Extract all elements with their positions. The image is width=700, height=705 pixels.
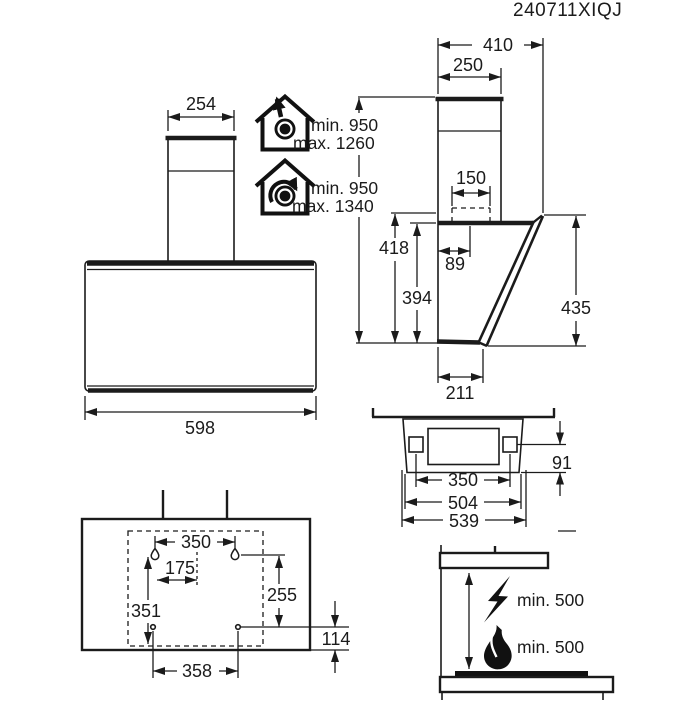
fan-blades bbox=[277, 188, 293, 204]
dim-label-upper-holes: 350 bbox=[181, 532, 211, 552]
dim-label-total-width: 539 bbox=[449, 511, 479, 531]
duct-outlet bbox=[451, 207, 491, 222]
dim-label-chimney-width: 254 bbox=[186, 94, 216, 114]
top-view: 91 350 504 539 bbox=[371, 408, 576, 532]
dim-label-height-front: 435 bbox=[561, 298, 591, 318]
side-view: 150 89 410 250 418 394 435 bbox=[356, 35, 591, 403]
installation-height-legend: min. 950 max. 1260 min. 950 max. 1340 bbox=[254, 93, 435, 343]
gas-hob-clearance: min. 500 bbox=[517, 637, 584, 657]
dim-label-bracket-spacing: 350 bbox=[448, 470, 478, 490]
clearance-diagram: min. 500 min. 500 bbox=[438, 545, 615, 700]
dim-label-height-bracket: 418 bbox=[379, 238, 409, 258]
recirculation-arrow-icon bbox=[268, 176, 298, 203]
front-panel-outer bbox=[485, 215, 545, 347]
counter-top bbox=[438, 675, 615, 694]
drawing-title: 240711XIQJ bbox=[513, 0, 622, 21]
wall-mounting-template: 350 175 351 255 114 358 bbox=[80, 490, 351, 681]
dim-label-right-height: 255 bbox=[267, 585, 297, 605]
dim-label-body-width: 598 bbox=[185, 418, 215, 438]
flame-icon bbox=[483, 625, 512, 670]
dim-label-duct-offset: 89 bbox=[445, 254, 465, 274]
mounting-bracket-left bbox=[408, 436, 424, 453]
hood-bottom bbox=[438, 551, 550, 570]
hood-outline bbox=[80, 517, 312, 652]
hood-body-front bbox=[84, 260, 317, 392]
motor-housing bbox=[427, 427, 500, 466]
dim-label-duct-width: 150 bbox=[456, 168, 486, 188]
dim-label-bracket-depth: 91 bbox=[552, 453, 572, 473]
dim-label-body-width-top: 504 bbox=[448, 493, 478, 513]
cooktop-surface bbox=[455, 671, 588, 677]
front-view: 254 598 bbox=[84, 94, 317, 438]
dim-label-hole-to-center: 175 bbox=[165, 558, 195, 578]
template-dashed-area bbox=[127, 530, 264, 647]
dim-label-lower-offset: 114 bbox=[322, 629, 351, 649]
dim-label-total-depth: 410 bbox=[483, 35, 513, 55]
exhaust-arrow-icon bbox=[272, 96, 286, 118]
dim-label-chimney-depth: 250 bbox=[453, 55, 483, 75]
dim-label-height-back: 394 bbox=[402, 288, 432, 308]
screw-hole-lower-right bbox=[234, 623, 242, 631]
dim-label-lower-holes: 358 bbox=[182, 661, 212, 681]
mounting-bracket-right bbox=[502, 436, 518, 453]
recirculation-max-height: max. 1340 bbox=[292, 196, 374, 216]
screw-hole-lower-left bbox=[149, 623, 157, 631]
electric-hob-clearance: min. 500 bbox=[517, 590, 584, 610]
front-panel-inner bbox=[477, 220, 536, 343]
recirculation-mode-icon bbox=[254, 157, 316, 216]
dim-label-left-height: 351 bbox=[131, 601, 161, 621]
dim-label-bottom-depth: 211 bbox=[446, 383, 475, 403]
exhaust-max-height: max. 1260 bbox=[293, 133, 375, 153]
fan-blades bbox=[277, 121, 293, 137]
exhaust-mode-icon bbox=[254, 93, 316, 152]
body-bottom-edge bbox=[436, 339, 481, 345]
lightning-icon bbox=[484, 576, 510, 623]
exhaust-min-height: min. 950 bbox=[311, 115, 378, 135]
recirculation-min-height: min. 950 bbox=[311, 178, 378, 198]
